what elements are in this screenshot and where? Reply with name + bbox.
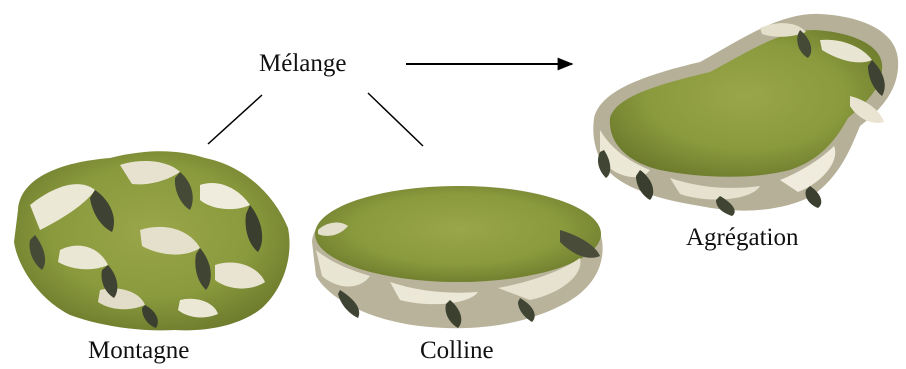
hill-label: Colline bbox=[420, 337, 494, 365]
mountain-terrain-image bbox=[14, 151, 290, 330]
aggregation-label: Agrégation bbox=[686, 224, 798, 252]
blend-label: Mélange bbox=[259, 50, 346, 78]
connector-line-hill bbox=[368, 93, 423, 146]
connector-line-mountain bbox=[208, 95, 262, 144]
hill-terrain-image bbox=[312, 186, 603, 328]
mountain-label: Montagne bbox=[88, 337, 189, 365]
aggregation-terrain-image bbox=[593, 14, 898, 216]
